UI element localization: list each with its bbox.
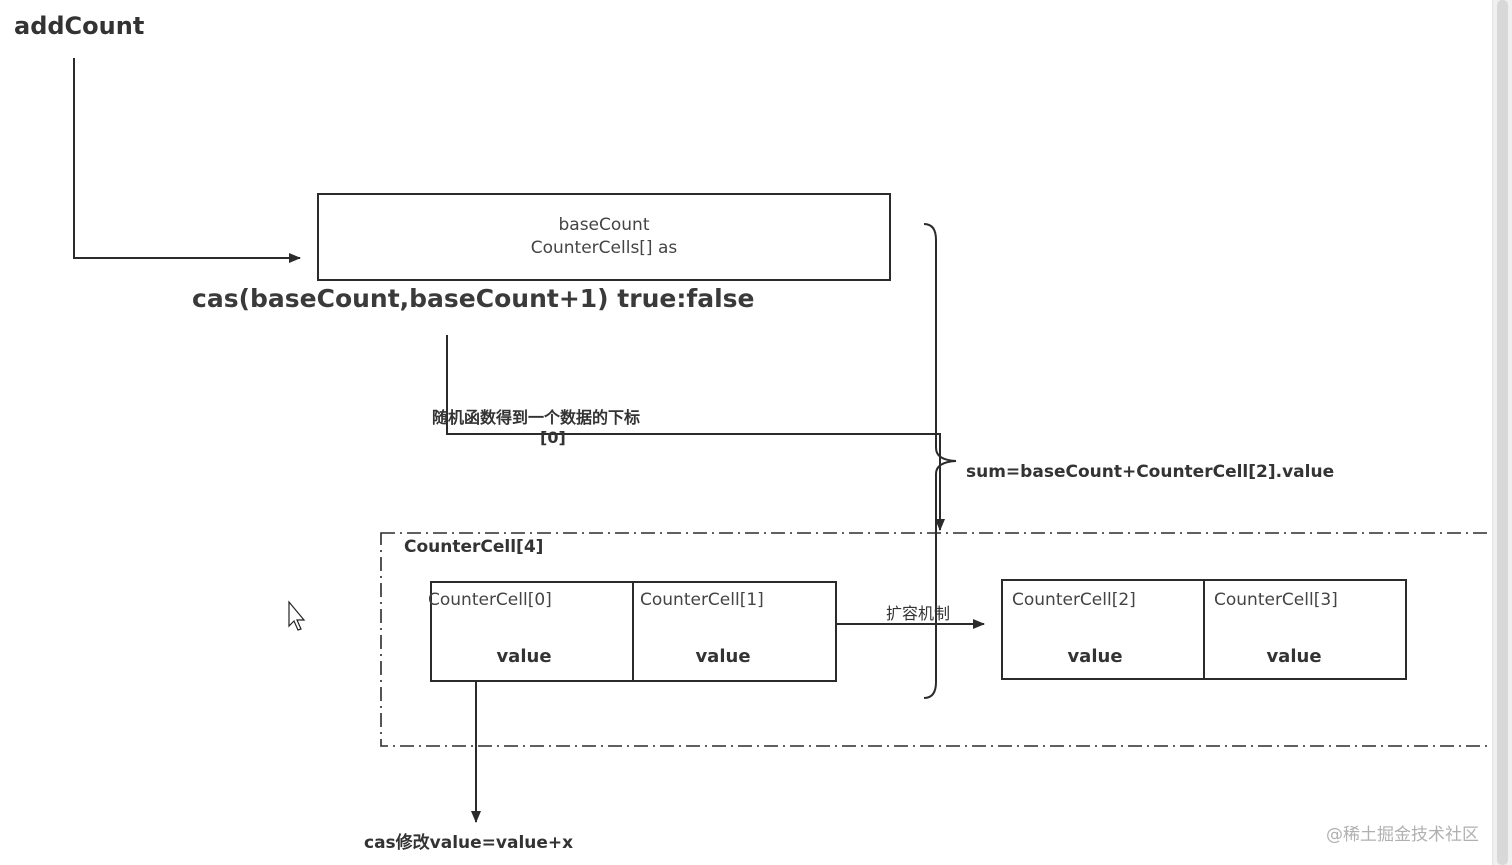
random-index-connector [446,335,945,531]
countercell-3-box [1203,579,1407,680]
sum-brace [923,223,957,699]
countercell-1-name: CounterCell[1] [640,590,764,610]
random-index-label: 随机函数得到一个数据的下标 [432,408,641,427]
countercell-3-value: value [1266,646,1322,667]
countercell-1-box [632,581,837,682]
addcount-arrow [73,58,301,263]
scrollbar-thumb[interactable] [1497,0,1508,865]
countercell-0-name: CounterCell[0] [428,590,552,610]
sum-formula-label: sum=baseCount+CounterCell[2].value [966,462,1335,482]
base-count-label: baseCount [558,215,650,235]
expand-mechanism-label: 扩容机制 [886,604,951,623]
mouse-cursor-icon [288,600,306,631]
countercell-0-value: value [496,646,552,667]
counter-cells-label: CounterCells[] as [530,238,678,258]
countercell-2-name: CounterCell[2] [1012,590,1136,610]
main-box-label: baseCount CounterCells[] as [318,214,890,260]
vertical-scrollbar[interactable] [1492,0,1512,865]
countercell-2-box [1001,579,1205,680]
countercell-group-label: CounterCell[4] [404,537,544,557]
watermark: @稀土掘金技术社区 [1326,825,1479,845]
countercell-2-value: value [1067,646,1123,667]
countercell-1-value: value [695,646,751,667]
diagram-title: addCount [14,12,145,40]
countercell-3-name: CounterCell[3] [1214,590,1338,610]
index-zero-label: [0] [540,428,566,447]
cas-condition-label: cas(baseCount,baseCount+1) true:false [192,284,755,313]
cas-modify-label: cas修改value=value+x [364,833,574,853]
main-box [317,193,891,281]
